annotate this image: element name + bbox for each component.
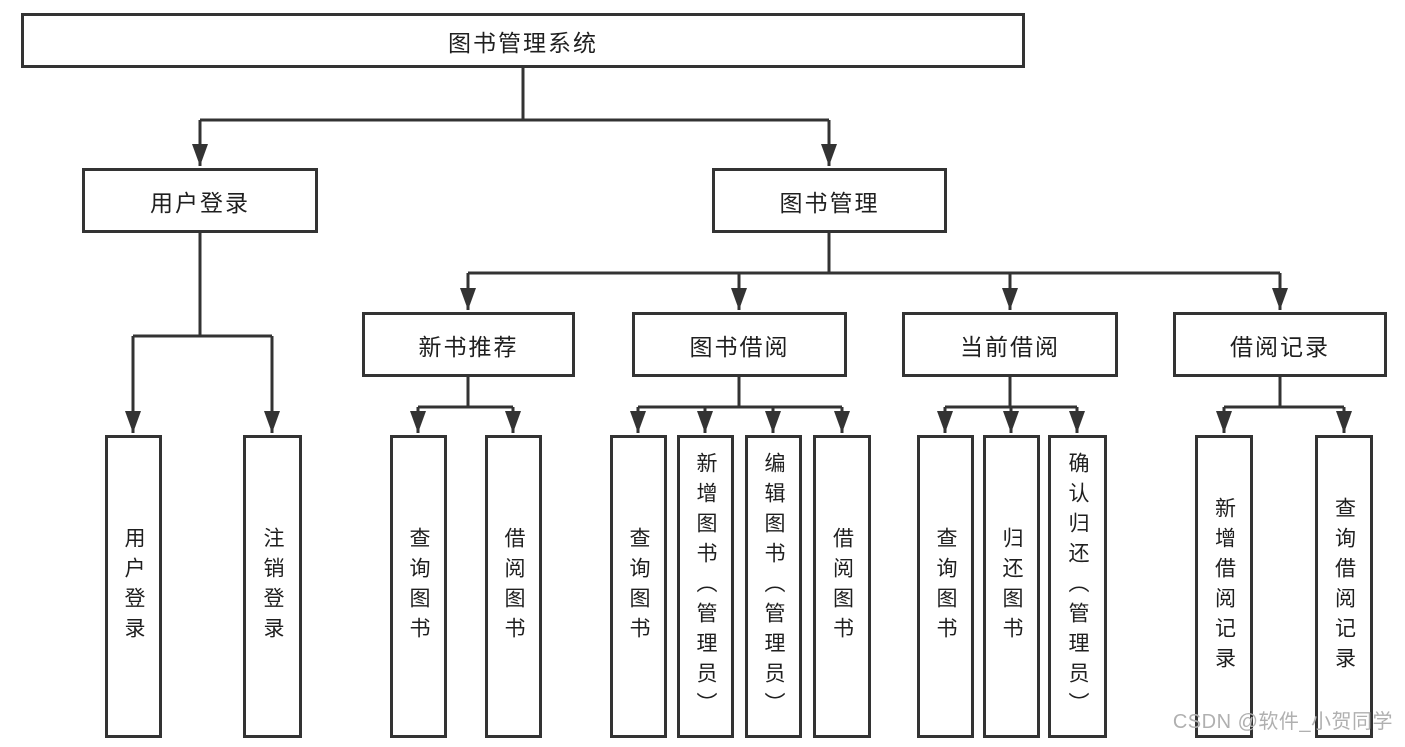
- leaf-user-login: 用户登录: [105, 435, 162, 738]
- leaf-borrow-borrow-books: 借阅图书: [813, 435, 871, 738]
- leaf-newbooks-query-books: 查询图书: [390, 435, 447, 738]
- leaf-borrow-edit-books-admin: 编辑图书（管理员）: [745, 435, 802, 738]
- node-library-management-system: 图书管理系统: [21, 13, 1025, 68]
- node-book-borrowing: 图书借阅: [632, 312, 847, 377]
- leaf-records-add-record: 新增借阅记录: [1195, 435, 1253, 738]
- leaf-current-query-books: 查询图书: [917, 435, 974, 738]
- connector-trunks: [133, 68, 1344, 409]
- node-user-login: 用户登录: [82, 168, 318, 233]
- leaf-current-return-books: 归还图书: [983, 435, 1040, 738]
- node-current-borrowing: 当前借阅: [902, 312, 1118, 377]
- leaf-newbooks-borrow-books: 借阅图书: [485, 435, 542, 738]
- leaf-logout: 注销登录: [243, 435, 302, 738]
- node-book-management: 图书管理: [712, 168, 947, 233]
- leaf-borrow-query-books: 查询图书: [610, 435, 667, 738]
- leaf-current-confirm-return-admin: 确认归还（管理员）: [1048, 435, 1107, 738]
- node-new-book-recommend: 新书推荐: [362, 312, 575, 377]
- node-borrowing-records: 借阅记录: [1173, 312, 1387, 377]
- leaf-records-query-record: 查询借阅记录: [1315, 435, 1373, 738]
- leaf-borrow-add-books-admin: 新增图书（管理员）: [677, 435, 734, 738]
- csdn-watermark: CSDN @软件_小贺同学: [1172, 711, 1393, 733]
